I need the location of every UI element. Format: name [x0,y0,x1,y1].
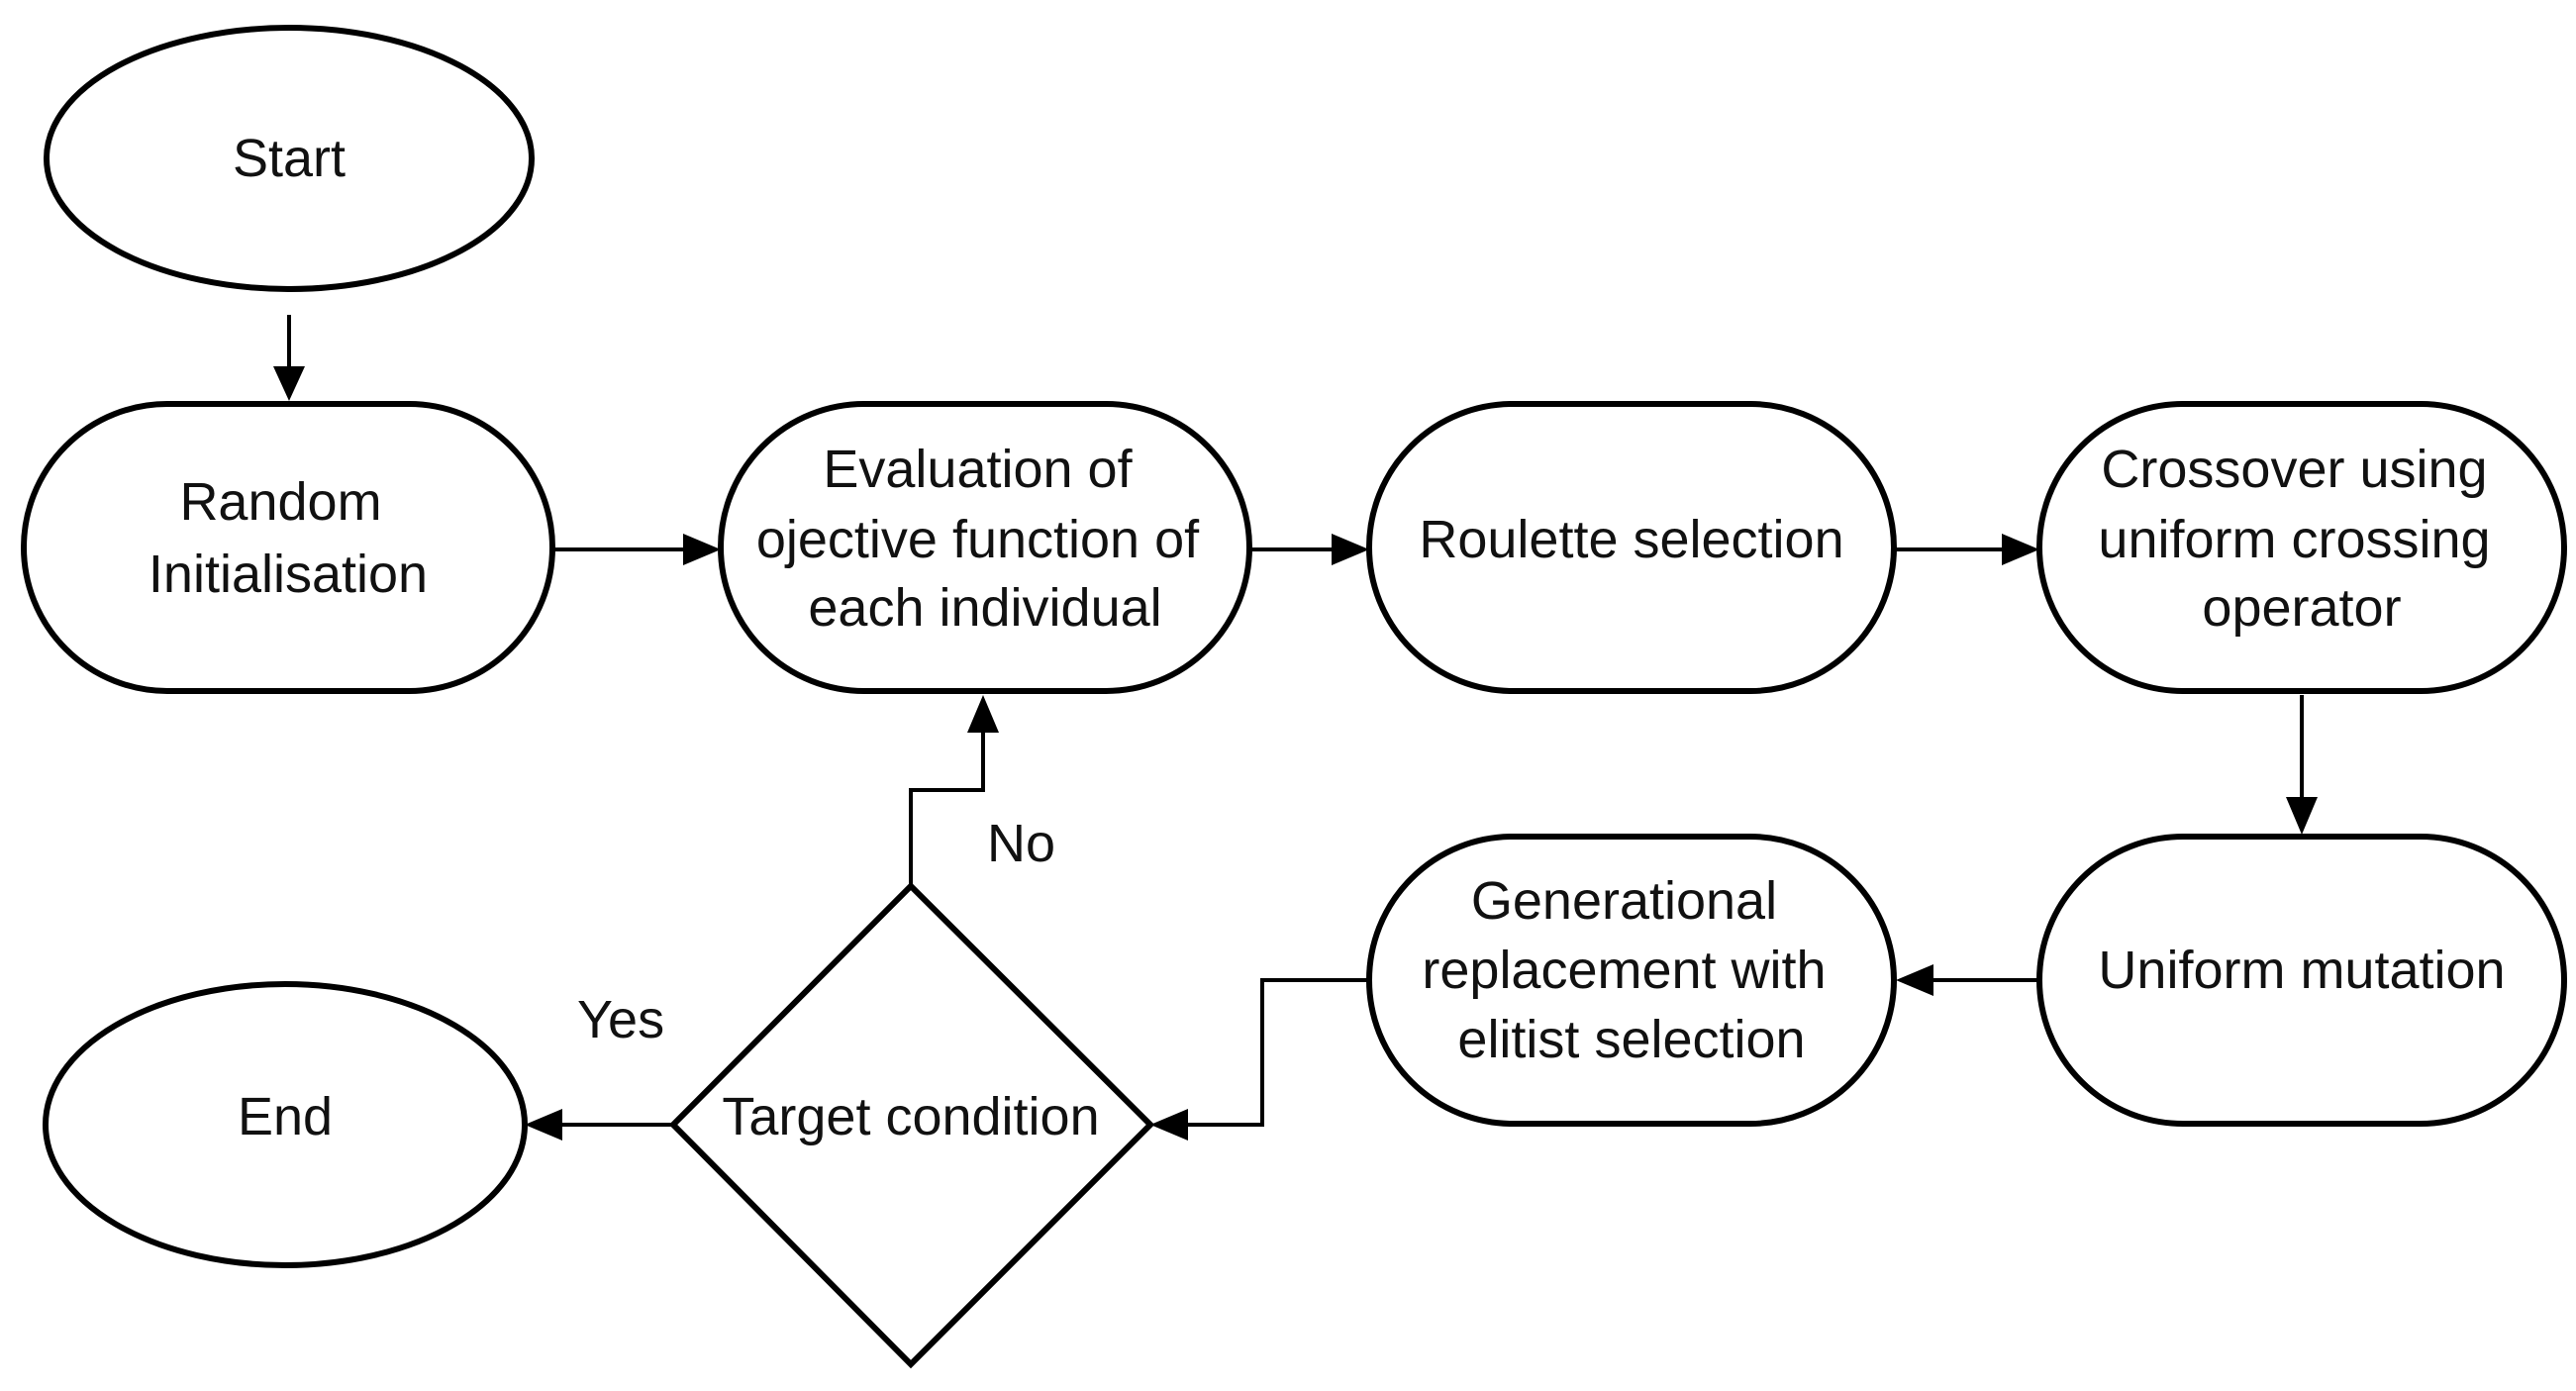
replacement-terminal [1366,834,1897,1127]
arrowhead-evaluation-to-roulette [1332,534,1369,565]
start-ellipse [44,25,535,292]
mutation-terminal [2036,834,2567,1127]
evaluation-label: Evaluation of ojective function of each … [756,440,1214,638]
node-random-initialisation: Random Initialisation [21,401,555,694]
node-target-condition: Target condition [668,881,1155,1369]
mutation-label: Uniform mutation [2098,941,2505,1000]
edge-replacement-to-target [1178,978,1369,1127]
node-crossover: Crossover using uniform crossing operato… [2036,401,2567,694]
node-start: Start [44,25,535,292]
arrowhead-mutation-to-replacement [1896,964,1933,996]
edge-label-no: No [987,814,1055,873]
edges [273,315,2318,1141]
node-end: End [43,981,528,1268]
arrowhead-crossover-to-mutation [2286,797,2318,835]
target-diamond [668,881,1155,1369]
random-init-label: Random Initialisation [149,472,428,604]
arrowhead-target-no-to-evaluation [967,695,999,733]
arrowhead-start-to-init [273,366,305,401]
crossover-terminal [2036,401,2567,694]
replacement-label: Generational replacement with elitist se… [1422,871,1840,1069]
arrowhead-roulette-to-crossover [2002,534,2039,565]
evaluation-terminal [718,401,1252,694]
node-roulette-selection: Roulette selection [1366,401,1897,694]
roulette-label: Roulette selection [1419,510,1843,569]
edge-target-no-to-evaluation [909,723,985,886]
end-ellipse [43,981,528,1268]
node-uniform-mutation: Uniform mutation [2036,834,2567,1127]
target-label: Target condition [722,1087,1099,1146]
node-generational-replacement: Generational replacement with elitist se… [1366,834,1897,1127]
start-label: Start [233,129,346,188]
arrowhead-init-to-evaluation [683,534,721,565]
crossover-label: Crossover using uniform crossing operato… [2098,440,2505,638]
end-label: End [238,1087,333,1146]
node-evaluation: Evaluation of ojective function of each … [718,401,1252,694]
edge-label-yes: Yes [577,990,664,1049]
random-init-terminal [21,401,555,694]
arrowhead-replacement-to-target [1150,1109,1188,1141]
arrowhead-target-yes-to-end [525,1109,562,1141]
roulette-terminal [1366,401,1897,694]
